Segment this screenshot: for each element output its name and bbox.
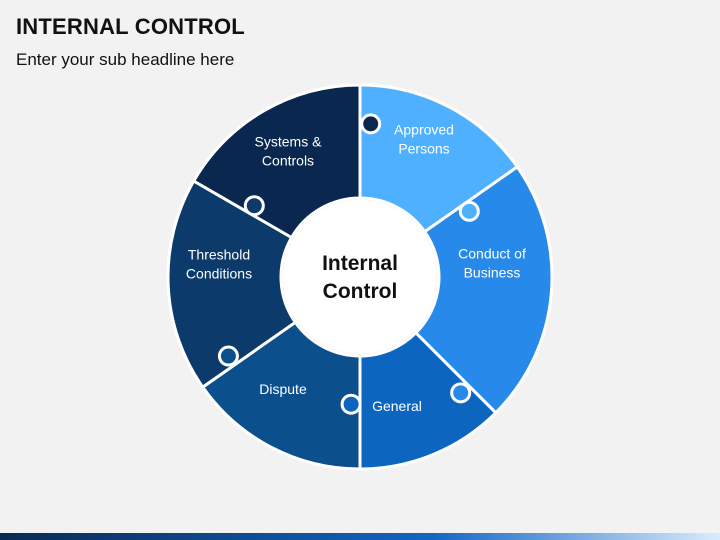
puzzle-knob xyxy=(450,382,472,404)
center-circle xyxy=(283,200,437,354)
segment-threshold-conditions xyxy=(166,178,298,390)
page-title: INTERNAL CONTROL xyxy=(16,14,245,39)
segment-label-dispute: Dispute xyxy=(259,381,307,397)
segment-label-general: General xyxy=(372,398,422,414)
segment-conduct-of-business xyxy=(413,164,554,415)
segment-approved-persons xyxy=(358,83,520,234)
puzzle-knob xyxy=(458,200,480,222)
segment-general xyxy=(358,330,498,471)
puzzle-knob xyxy=(340,393,362,415)
segment-systems-controls xyxy=(191,83,362,240)
segment-dispute xyxy=(200,320,362,471)
puzzle-knob xyxy=(217,345,239,367)
puzzle-knob xyxy=(360,113,382,135)
bottom-accent-bar xyxy=(0,533,720,540)
segment-label-systems-controls: Systems &Controls xyxy=(255,134,323,169)
page-subtitle: Enter your sub headline here xyxy=(16,50,235,69)
puzzle-knob xyxy=(243,195,265,217)
